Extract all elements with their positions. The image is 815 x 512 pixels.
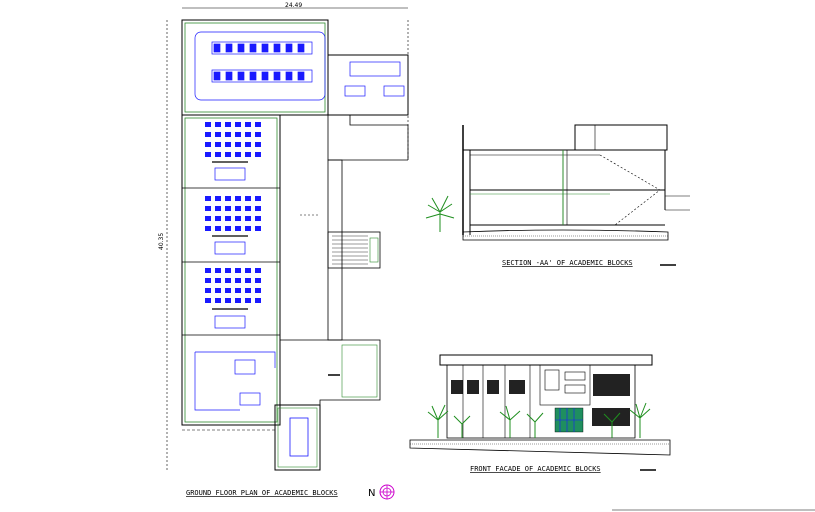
north-arrow-icon xyxy=(379,484,395,500)
section-title: SECTION -AA' OF ACADEMIC BLOCKS xyxy=(502,259,633,267)
north-label: N xyxy=(368,488,375,499)
facade-title: FRONT FACADE OF ACADEMIC BLOCKS xyxy=(470,465,601,473)
front-facade-drawing: FRONT FACADE OF ACADEMIC BLOCKS xyxy=(409,354,671,473)
shrub-icons xyxy=(427,402,651,438)
classroom-seats xyxy=(205,122,261,303)
tree-icon xyxy=(425,195,455,232)
ground-floor-plan: 24.49 40.35 xyxy=(158,2,409,500)
dimension-height: 40.35 xyxy=(158,233,165,250)
dimension-width: 24.49 xyxy=(285,2,302,9)
section-aa-drawing: SECTION -AA' OF ACADEMIC BLOCKS xyxy=(425,124,690,267)
plan-title: GROUND FLOOR PLAN OF ACADEMIC BLOCKS xyxy=(186,489,338,497)
